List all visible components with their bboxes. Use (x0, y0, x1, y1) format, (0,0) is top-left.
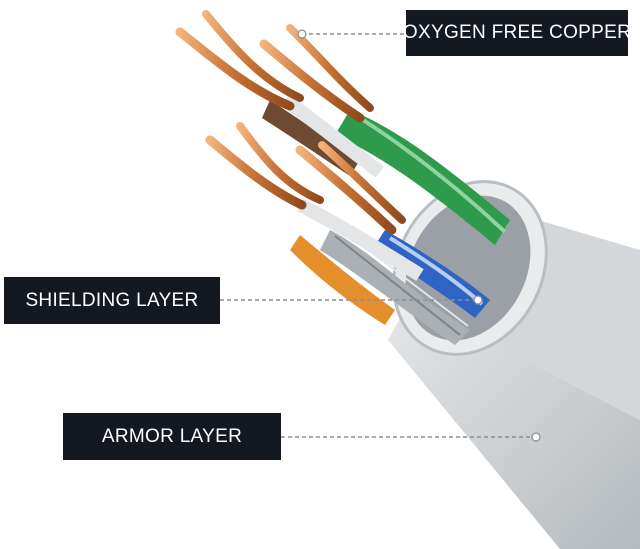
label-armor-layer: ARMOR LAYER (63, 413, 281, 460)
marker-dot-armor (531, 432, 541, 442)
leader-copper (297, 29, 406, 39)
label-oxygen-free-copper: OXYGEN FREE COPPER (403, 10, 631, 56)
marker-dot-copper (297, 29, 307, 39)
marker-dot-shielding (473, 295, 483, 305)
label-shielding-layer: SHIELDING LAYER (4, 277, 220, 324)
leader-shielding (220, 295, 483, 305)
leader-armor (281, 432, 541, 442)
